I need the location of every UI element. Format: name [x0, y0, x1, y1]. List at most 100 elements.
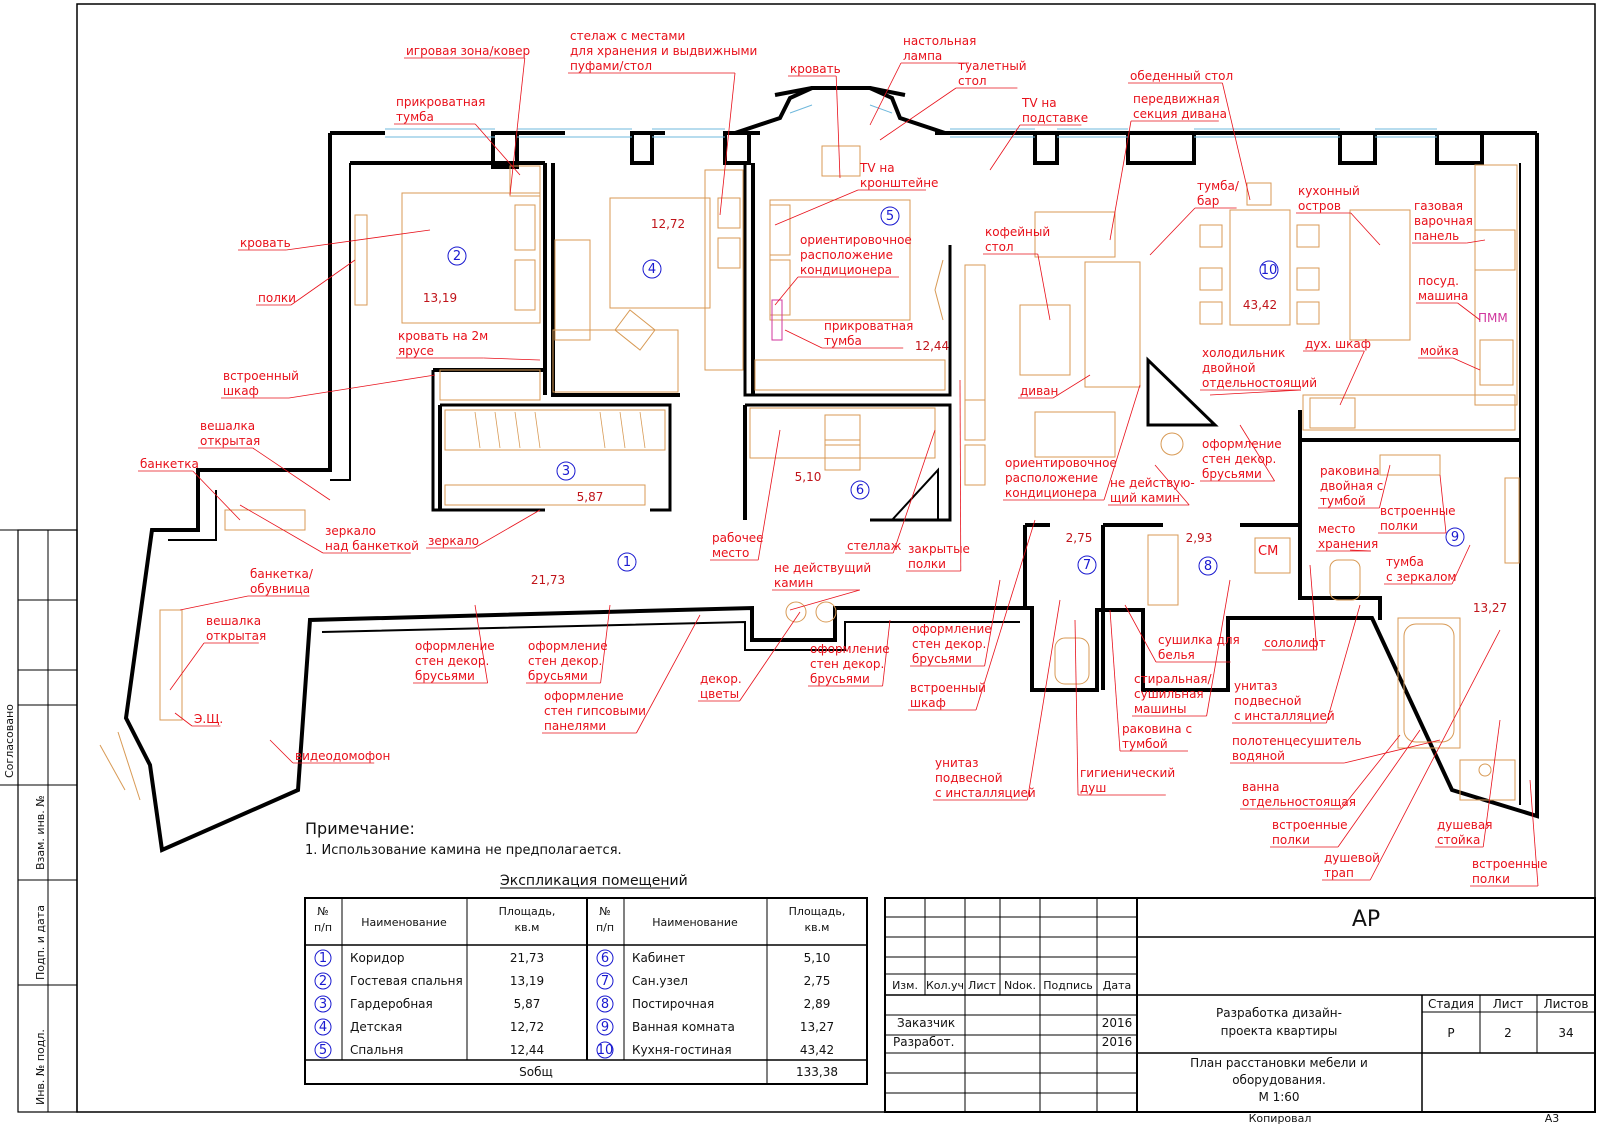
- callout-text: оформление: [810, 642, 890, 656]
- callout-text: полки: [258, 291, 296, 305]
- rev-header: Дата: [1103, 979, 1131, 992]
- callout-leader: [1074, 619, 1079, 796]
- callout-text: туалетный: [958, 59, 1027, 73]
- callout-text: с инсталляцией: [1234, 709, 1335, 723]
- row-number: 9: [601, 1020, 609, 1035]
- row-name: Сан.узел: [632, 974, 688, 988]
- row-number-circle: [314, 972, 332, 990]
- side-inv-podl: Инв. № подл.: [34, 1029, 47, 1105]
- callout-leader: [1222, 82, 1251, 201]
- callout-leader: [1326, 604, 1361, 724]
- note-text: 1. Использование камина не предполагаетс…: [305, 843, 622, 858]
- callout-text: оформление: [528, 639, 608, 653]
- row-name: Коридор: [350, 951, 405, 965]
- callout-text: банкетка/: [250, 567, 314, 581]
- callout-text: рабочее: [712, 531, 764, 545]
- row-name: Кабинет: [632, 951, 685, 965]
- callout-leader: [975, 519, 1036, 711]
- table-row: 7 Сан.узел 2,75: [596, 972, 831, 990]
- callout-text: встроенные: [1380, 504, 1456, 518]
- callout-text: отдельностоящий: [1202, 376, 1317, 390]
- room-area: 43,42: [1243, 298, 1277, 312]
- callout-text: двойной: [1202, 361, 1256, 375]
- callout-text: над банкеткой: [325, 539, 419, 553]
- callout-text: стен декор.: [415, 654, 489, 668]
- callout-text: белья: [1158, 648, 1195, 662]
- row-area: 2,75: [804, 974, 831, 988]
- header-num: п/п: [596, 921, 614, 934]
- callout-text: брусьями: [912, 652, 972, 666]
- callout-text: варочная: [1414, 214, 1473, 228]
- row-number: 7: [601, 974, 609, 989]
- callout-text: с зеркалом: [1386, 570, 1456, 584]
- room-number-circle: [617, 552, 637, 572]
- callout-text: щий камин: [1110, 491, 1180, 505]
- callout-text: мойка: [1420, 344, 1459, 358]
- customer-year: 2016: [1102, 1016, 1133, 1030]
- side-inv-vzam: Взам. инв. №: [34, 795, 47, 870]
- callout-text: тумбой: [1320, 494, 1366, 508]
- callout-text: для хранения и выдвижными: [570, 44, 757, 58]
- room-number-circle: [1077, 555, 1097, 575]
- side-agreed: Согласовано: [3, 704, 16, 778]
- room-area: 21,73: [531, 573, 565, 587]
- callout-label: дух. шкаф: [1303, 337, 1371, 406]
- callout-text: видеодомофон: [295, 749, 390, 763]
- rev-header: Ndoк.: [1004, 979, 1036, 992]
- callout-leader: [239, 504, 324, 554]
- callout-text: TV на: [859, 161, 895, 175]
- stage-value: Р: [1447, 1026, 1454, 1040]
- room-4: 412,72: [642, 217, 685, 279]
- room-number-circle: [1259, 260, 1279, 280]
- room-area: 2,93: [1186, 531, 1213, 545]
- project-title-line-2: проекта квартиры: [1221, 1024, 1338, 1038]
- callout-text: тумбой: [1122, 737, 1168, 751]
- copied-label: Копировал: [1249, 1112, 1312, 1124]
- room-number: 2: [453, 249, 461, 264]
- room-number: 8: [1204, 559, 1212, 574]
- callout-label: стеллаж: [845, 429, 936, 554]
- callout-text: тумба/: [1197, 179, 1240, 193]
- header-num: п/п: [314, 921, 332, 934]
- callout-label: банкетка/обувница: [179, 567, 314, 611]
- callout-leader: [835, 75, 841, 179]
- row-area: 13,27: [800, 1020, 834, 1034]
- callout-text: цветы: [700, 687, 739, 701]
- room-area: 12,72: [651, 217, 685, 231]
- callout-label: не действую-щий камин: [1108, 464, 1195, 506]
- callout-leader: [1451, 544, 1471, 585]
- callout-leader: [288, 374, 436, 399]
- note-block: Примечание: 1. Использование камина не п…: [305, 819, 622, 858]
- room-1: 121,73: [531, 552, 637, 587]
- sheets-value: 34: [1558, 1026, 1573, 1040]
- room-number-circle: [642, 259, 662, 279]
- room-number-circle: [556, 461, 576, 481]
- callout-leader: [192, 470, 241, 521]
- side-stamp-labels: Согласовано Взам. инв. № Подп. и дата Ин…: [3, 704, 47, 1105]
- sheets-label: Листов: [1544, 997, 1589, 1011]
- drawing-title-line-1: План расстановки мебели и: [1190, 1056, 1368, 1070]
- callout-text: открытая: [200, 434, 260, 448]
- callout-text: ярусе: [398, 344, 434, 358]
- row-number: 2: [319, 974, 327, 989]
- callout-text: кровать на 2м: [398, 329, 488, 343]
- callout-text: место: [1318, 522, 1355, 536]
- callout-leader: [984, 579, 1001, 667]
- row-number-circle: [596, 972, 614, 990]
- callout-text: сололифт: [1264, 636, 1326, 650]
- callout-text: TV на: [1021, 96, 1057, 110]
- row-area: 2,89: [804, 997, 831, 1011]
